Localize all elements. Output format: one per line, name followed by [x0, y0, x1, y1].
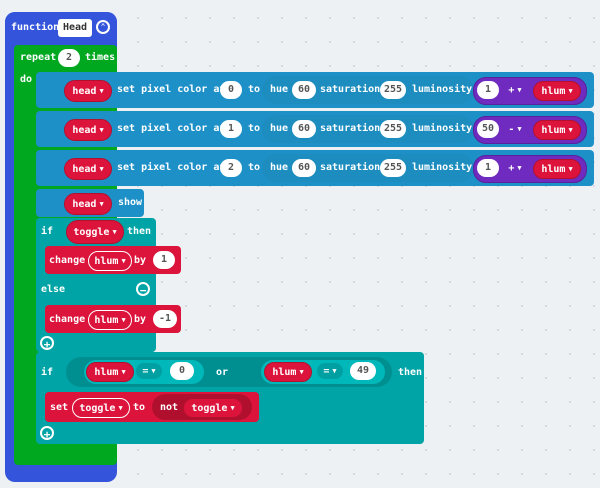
hlum-dropdown[interactable]: hlum▼ [88, 310, 132, 330]
to-label: to [248, 123, 261, 134]
luminosity-label: luminosity [412, 123, 473, 134]
luminosity-label: luminosity [412, 162, 473, 173]
toggle-dropdown[interactable]: toggle▼ [72, 398, 130, 418]
to-label: to [248, 162, 261, 173]
to-label: to [133, 402, 146, 413]
plus-icon[interactable]: + [40, 426, 54, 441]
arith-left-field[interactable]: 50 [477, 120, 499, 138]
hue-label: hue [270, 162, 289, 173]
arith-op-dropdown[interactable]: +▼ [508, 84, 522, 96]
function-keyword: function [11, 22, 60, 33]
arith-op-dropdown[interactable]: +▼ [508, 162, 522, 174]
repeat-do-label: do [20, 74, 33, 85]
hue-label: hue [270, 84, 289, 95]
chevron-up-icon[interactable]: ⌃ [96, 20, 110, 34]
saturation-value-field[interactable]: 255 [380, 81, 406, 99]
if-keyword: if [41, 367, 54, 378]
pixel-index-field[interactable]: 2 [220, 159, 242, 177]
saturation-label: saturation [320, 162, 381, 173]
saturation-label: saturation [320, 123, 381, 134]
compare-value-field[interactable]: 49 [350, 362, 376, 380]
strip-dropdown[interactable]: head▼ [64, 193, 112, 215]
hue-label: hue [270, 123, 289, 134]
then-keyword: then [398, 367, 423, 378]
else-keyword: else [41, 284, 66, 295]
change-value-field[interactable]: -1 [153, 310, 177, 328]
repeat-keyword: repeat [20, 52, 57, 63]
change-value-field[interactable]: 1 [153, 251, 175, 269]
toggle-dropdown[interactable]: toggle▼ [183, 398, 243, 418]
strip-dropdown[interactable]: head▼ [64, 80, 112, 102]
hlum-dropdown[interactable]: hlum▼ [86, 362, 134, 382]
saturation-label: saturation [320, 84, 381, 95]
luminosity-label: luminosity [412, 84, 473, 95]
arith-left-field[interactable]: 1 [477, 81, 499, 99]
strip-dropdown[interactable]: head▼ [64, 158, 112, 180]
pixel-index-field[interactable]: 0 [220, 81, 242, 99]
change-keyword: change [49, 255, 86, 266]
pixel-index-field[interactable]: 1 [220, 120, 242, 138]
repeat-count-field[interactable]: 2 [58, 49, 80, 67]
compare-op-dropdown[interactable]: =▼ [317, 363, 343, 379]
not-keyword: not [160, 402, 179, 413]
set-keyword: set [50, 402, 69, 413]
compare-value-field[interactable]: 0 [170, 362, 194, 380]
function-name-field[interactable]: Head [58, 19, 93, 37]
hue-value-field[interactable]: 60 [292, 159, 316, 177]
hlum-dropdown[interactable]: hlum▼ [264, 362, 312, 382]
by-label: by [134, 255, 147, 266]
by-label: by [134, 314, 147, 325]
toggle-dropdown[interactable]: toggle▼ [66, 220, 124, 244]
strip-dropdown[interactable]: head▼ [64, 119, 112, 141]
compare-op-dropdown[interactable]: =▼ [136, 363, 162, 379]
hue-value-field[interactable]: 60 [292, 81, 316, 99]
arith-op-dropdown[interactable]: -▼ [508, 123, 522, 135]
set-pixel-label: set pixel color at [117, 84, 226, 95]
saturation-value-field[interactable]: 255 [380, 120, 406, 138]
hlum-dropdown[interactable]: hlum▼ [533, 159, 581, 179]
change-keyword: change [49, 314, 86, 325]
set-pixel-label: set pixel color at [117, 123, 226, 134]
saturation-value-field[interactable]: 255 [380, 159, 406, 177]
show-label: show [118, 197, 143, 208]
hue-value-field[interactable]: 60 [292, 120, 316, 138]
plus-icon[interactable]: + [40, 336, 54, 351]
then-keyword: then [127, 226, 152, 237]
if-keyword: if [41, 226, 54, 237]
set-pixel-label: set pixel color at [117, 162, 226, 173]
minus-icon[interactable]: − [136, 282, 150, 297]
hlum-dropdown[interactable]: hlum▼ [88, 251, 132, 271]
to-label: to [248, 84, 261, 95]
or-keyword: or [216, 367, 229, 378]
hlum-dropdown[interactable]: hlum▼ [533, 81, 581, 101]
hlum-dropdown[interactable]: hlum▼ [533, 120, 581, 140]
arith-left-field[interactable]: 1 [477, 159, 499, 177]
repeat-times-label: times [85, 52, 116, 63]
